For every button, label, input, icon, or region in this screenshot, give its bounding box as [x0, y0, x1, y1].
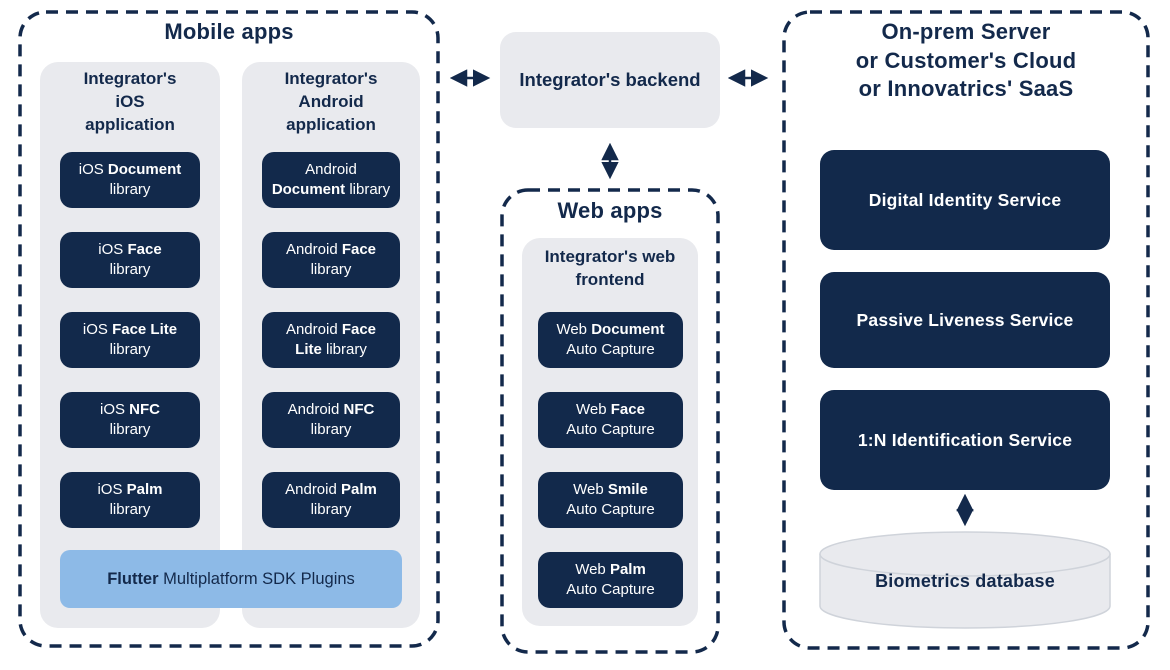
biometrics-database-label: Biometrics database	[875, 571, 1055, 591]
box-label-line: library	[109, 501, 151, 518]
web-apps-container-border	[500, 188, 720, 654]
box-label-line: Android NFC	[287, 401, 375, 419]
web-smile-auto-capture-box: Web Smile Auto Capture	[538, 472, 683, 528]
ios-document-library-box: iOS Document library	[60, 152, 200, 208]
backend-label: Integrator's backend	[519, 69, 701, 90]
box-label-line: iOS Document	[78, 161, 182, 179]
identification-service-box: 1:N Identification Service	[820, 390, 1110, 490]
integrators-backend-box: Integrator's backend	[500, 32, 720, 128]
android-palm-library-box: Android Palm library	[262, 472, 400, 528]
box-label-line: Lite library	[295, 341, 367, 358]
box-label-line: Flutter Multiplatform SDK Plugins	[107, 569, 355, 588]
flutter-multiplatform-sdk-box: Flutter Multiplatform SDK Plugins	[60, 550, 402, 608]
box-label-line: library	[109, 181, 151, 198]
box-label-line: Web Face	[576, 401, 645, 419]
box-label-line: library	[109, 341, 151, 358]
box-label-line: iOS Face Lite	[82, 321, 178, 339]
ios-application-header: Integrator's iOS application	[83, 69, 177, 134]
box-label-line: Auto Capture	[566, 501, 655, 518]
service-label: Digital Identity Service	[868, 189, 1062, 210]
web-document-auto-capture-box: Web Document Auto Capture	[538, 312, 683, 368]
box-label-line: library	[109, 421, 151, 438]
ios-face-lite-library-box: iOS Face Lite library	[60, 312, 200, 368]
web-frontend-header: Integrator's web frontend	[544, 247, 676, 289]
box-label-line: Auto Capture	[566, 581, 655, 598]
ios-face-library-box: iOS Face library	[60, 232, 200, 288]
box-label-line: Web Smile	[573, 481, 648, 499]
box-label-line: library	[109, 261, 151, 278]
box-label-line: Android Palm	[285, 481, 377, 499]
box-label-line: Document library	[271, 181, 391, 198]
android-face-lite-library-box: Android Face Lite library	[262, 312, 400, 368]
database-cylinder-icon	[819, 531, 1111, 629]
box-label-line: Android Face	[285, 321, 377, 339]
web-face-auto-capture-box: Web Face Auto Capture	[538, 392, 683, 448]
onprem-title: On-prem Server or Customer's Cloud or In…	[855, 19, 1077, 102]
mobile-apps-container-border	[18, 10, 440, 648]
web-palm-auto-capture-box: Web Palm Auto Capture	[538, 552, 683, 608]
android-application-header: Integrator's Android application	[284, 69, 378, 134]
box-label-line: Auto Capture	[566, 341, 655, 358]
box-label-line: Web Document	[556, 321, 665, 339]
box-label-line: library	[310, 501, 352, 518]
ios-palm-library-box: iOS Palm library	[60, 472, 200, 528]
mobile-apps-title: Mobile apps	[164, 19, 294, 44]
onprem-container-border	[782, 10, 1150, 650]
box-label-line: iOS NFC	[99, 401, 160, 419]
android-face-library-box: Android Face library	[262, 232, 400, 288]
digital-identity-service-box: Digital Identity Service	[820, 150, 1110, 250]
box-label-line: library	[310, 261, 352, 278]
android-document-library-box: Android Document library	[262, 152, 400, 208]
box-label-line: Web Palm	[575, 561, 646, 579]
box-label-line: Android	[305, 161, 357, 179]
ios-nfc-library-box: iOS NFC library	[60, 392, 200, 448]
box-label-line: Android Face	[285, 241, 377, 259]
passive-liveness-service-box: Passive Liveness Service	[820, 272, 1110, 368]
service-label: Passive Liveness Service	[856, 309, 1074, 330]
box-label-line: iOS Face	[98, 241, 162, 259]
box-label-line: library	[310, 421, 352, 438]
box-label-line: iOS Palm	[97, 481, 163, 499]
box-label-line: Auto Capture	[566, 421, 655, 438]
web-apps-title: Web apps	[557, 198, 663, 223]
android-nfc-library-box: Android NFC library	[262, 392, 400, 448]
service-label: 1:N Identification Service	[857, 429, 1073, 450]
